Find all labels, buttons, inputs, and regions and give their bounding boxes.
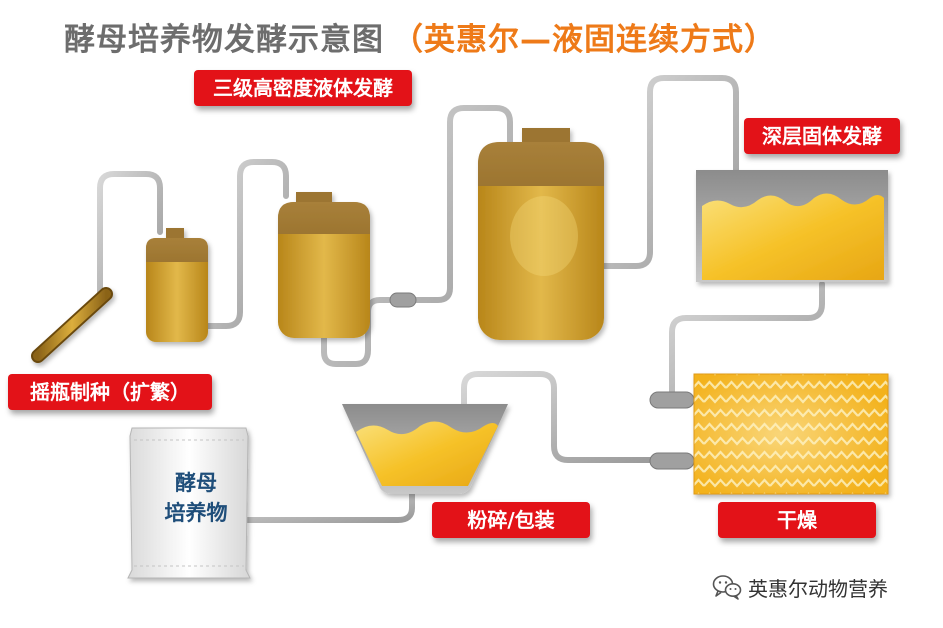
bag-label-line2: 培养物 xyxy=(164,501,228,525)
label-solid-fermentation: 深层固体发酵 xyxy=(744,118,900,154)
connector-dryer-top xyxy=(649,391,695,409)
crusher-hopper xyxy=(342,404,508,494)
pipe-crusher-to-bag xyxy=(243,491,415,523)
pipe-tank3-to-solid xyxy=(601,75,739,269)
product-bag-label: 酵母 培养物 xyxy=(140,468,252,528)
pipe-dryer-to-crusher xyxy=(461,371,663,463)
title-main: 酵母培养物发酵示意图 xyxy=(64,22,384,58)
pipe-flask-to-tank1 xyxy=(97,171,163,295)
pipe-tank1-to-tank2 xyxy=(203,159,289,329)
watermark-text: 英惠尔动物营养 xyxy=(748,576,888,601)
label-shake-flask: 摇瓶制种（扩繁） xyxy=(8,374,212,410)
pipe-solid-to-dryer xyxy=(669,281,825,403)
fermenter-tank-1 xyxy=(146,228,208,342)
label-crush-pack: 粉碎/包装 xyxy=(432,502,590,538)
shake-flask-tube xyxy=(31,287,113,363)
fermenter-tank-3 xyxy=(478,128,604,340)
connector-dryer-bottom xyxy=(649,452,695,470)
connector-tank2-tank3 xyxy=(389,292,417,308)
label-drying: 干燥 xyxy=(718,502,876,538)
wechat-icon xyxy=(712,575,742,600)
watermark: 英惠尔动物营养 xyxy=(712,572,888,602)
title-subtitle: （英惠尔—液固连续方式） xyxy=(392,22,776,58)
fermenter-tank-2 xyxy=(278,192,370,338)
bag-label-line1: 酵母 xyxy=(175,471,217,495)
product-bag xyxy=(127,427,251,579)
dryer-unit xyxy=(693,373,889,495)
solid-fermentation-tray xyxy=(696,170,888,282)
label-liquid-fermentation: 三级高密度液体发酵 xyxy=(194,70,412,106)
diagram-title: 酵母培养物发酵示意图（英惠尔—液固连续方式） xyxy=(64,14,924,58)
pipe-connectors xyxy=(389,292,695,470)
